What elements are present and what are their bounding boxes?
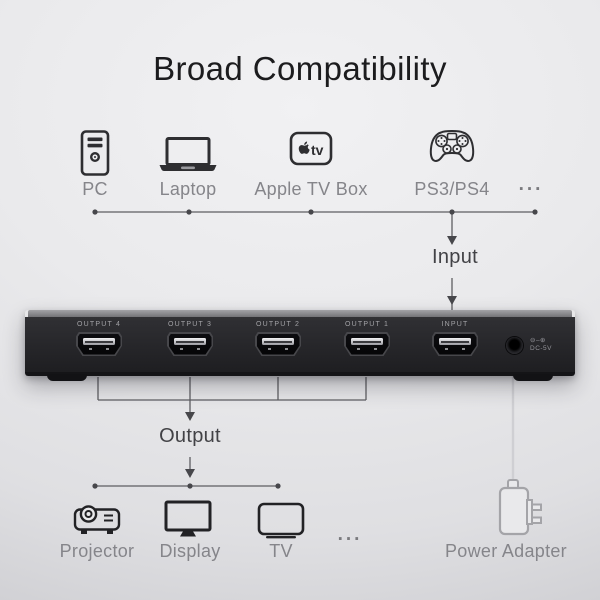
- label-display: Display: [159, 541, 221, 561]
- port-label-output4: OUTPUT 4: [76, 321, 122, 328]
- label-apple-tv-box: Apple TV Box: [254, 179, 368, 199]
- dc-power-jack: [506, 337, 523, 354]
- more-sinks-ellipsis: ...: [337, 524, 363, 545]
- label-laptop: Laptop: [159, 179, 217, 199]
- laptop-icon: [158, 137, 218, 173]
- output-flow-label: Output: [159, 425, 221, 447]
- hdmi-port-output4: [76, 332, 122, 356]
- output-arrowhead-1: [185, 412, 195, 421]
- label-tv: TV: [269, 541, 293, 561]
- pc-icon: [79, 130, 111, 176]
- tv-icon: [257, 502, 305, 539]
- device-bottom-edge: [25, 372, 575, 376]
- device-foot-left: [47, 374, 87, 381]
- more-sources-ellipsis: ...: [518, 174, 544, 195]
- apple-tv-icon: tv: [289, 131, 333, 166]
- projector-icon: [73, 501, 121, 538]
- output-arrowhead-2: [185, 469, 195, 478]
- hdmi-port-output2: [255, 332, 301, 356]
- input-arrowhead-2: [447, 296, 457, 305]
- dc-voltage-label: DC-5V: [530, 345, 553, 352]
- device-foot-right: [513, 374, 553, 381]
- port-label-output1: OUTPUT 1: [344, 321, 390, 328]
- hdmi-splitter-device: OUTPUT 4 OUTPUT 3 OUTPUT 2 OUTPUT 1 INPU…: [25, 310, 576, 381]
- label-ps3-ps4: PS3/PS4: [414, 179, 490, 199]
- port-label-output2: OUTPUT 2: [255, 321, 301, 328]
- input-flow-label: Input: [432, 246, 478, 268]
- game-controller-icon: [428, 128, 476, 168]
- device-top-strip: [28, 310, 572, 317]
- port-label-output3: OUTPUT 3: [167, 321, 213, 328]
- input-arrowhead-1: [447, 236, 457, 245]
- label-power-adapter: Power Adapter: [445, 541, 567, 561]
- apple-tv-icon-text: tv: [311, 142, 324, 158]
- label-projector: Projector: [59, 541, 135, 561]
- power-adapter-icon: [482, 476, 548, 540]
- dc-polarity-symbol: ⊖–⊕: [530, 337, 547, 344]
- label-pc: PC: [82, 179, 108, 199]
- hdmi-port-output3: [167, 332, 213, 356]
- dc-marking: ⊖–⊕ DC-5V: [530, 337, 576, 353]
- display-icon: [164, 500, 212, 538]
- page-title: Broad Compatibility: [153, 50, 447, 87]
- hdmi-port-input: [432, 332, 478, 356]
- hdmi-port-output1: [344, 332, 390, 356]
- port-label-input: INPUT: [441, 321, 469, 328]
